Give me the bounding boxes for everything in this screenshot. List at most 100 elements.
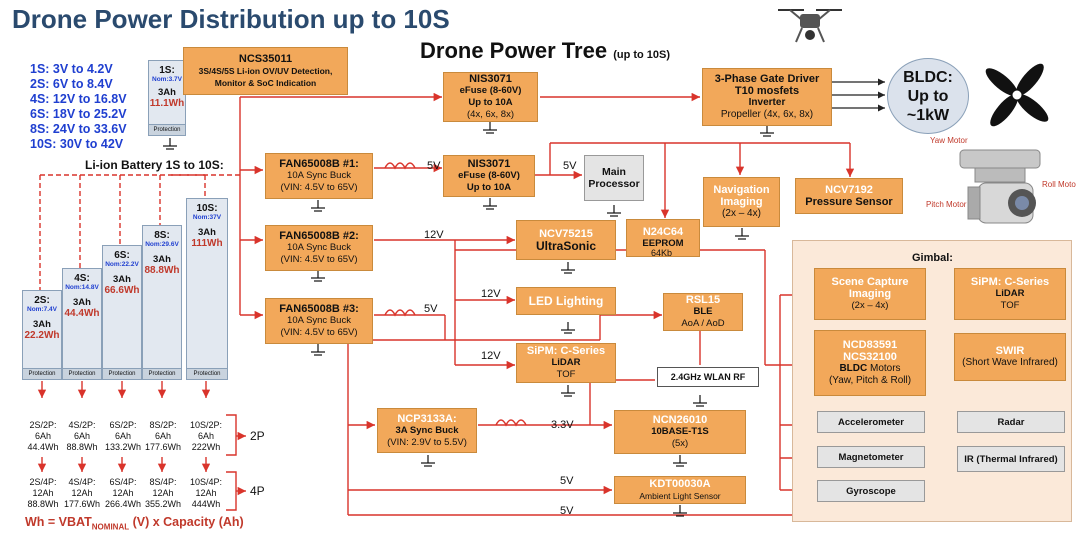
ground-icon <box>673 455 687 467</box>
ground-icon <box>311 270 325 282</box>
label-2p: 2P <box>250 429 265 443</box>
config-energy: 88.8Wh <box>66 442 98 452</box>
config-energy: 177.6Wh <box>63 499 101 509</box>
ground-icon <box>311 344 325 356</box>
battery-10s: 10S: Nom:37V 3Ah 111Wh Protection <box>186 198 228 380</box>
voltage-label: 5V <box>427 160 441 172</box>
led-lighting-box: LED Lighting <box>516 287 616 315</box>
voltage-label: 5V <box>560 475 574 487</box>
config-10s2p: 10S/2P: 6Ah 222Wh <box>184 420 228 453</box>
eeprom-size-label: 64Kb <box>651 248 673 258</box>
config-capacity: 12Ah <box>152 488 174 498</box>
config-8s2p: 8S/2P: 6Ah 177.6Wh <box>140 420 186 453</box>
ground-icon <box>421 455 435 467</box>
ground-icon <box>311 200 325 212</box>
navigation-imaging-box: Navigation Imaging (2x – 4x) <box>703 177 780 227</box>
swir-box: SWIR (Short Wave Infrared) <box>954 333 1066 381</box>
config-6s2p: 6S/2P: 6Ah 133.2Wh <box>100 420 146 453</box>
config-10s4p: 10S/4P: 12Ah 444Wh <box>184 477 228 510</box>
config-8s4p: 8S/4P: 12Ah 355.2Wh <box>140 477 186 510</box>
protection-label: Protection <box>143 368 181 379</box>
page-title: Drone Power Distribution up to 10S <box>12 4 450 34</box>
config-name: 2S/2P: <box>29 420 57 430</box>
config-energy: 222Wh <box>191 442 221 452</box>
protection-label: Protection <box>23 368 61 379</box>
battery-capacity: 3Ah <box>158 87 176 98</box>
config-capacity: 12Ah <box>71 488 93 498</box>
range-item: 2S: 6V to 8.4V <box>30 77 113 91</box>
config-name: 4S/4P: <box>68 477 96 487</box>
config-6s4p: 6S/4P: 12Ah 266.4Wh <box>100 477 146 510</box>
fan65008b-1-box: FAN65008B #1:10A Sync Buck(VIN: 4.5V to … <box>265 153 373 199</box>
battery-capacity: 3Ah <box>73 297 91 308</box>
ground-icon <box>163 138 177 150</box>
propeller-icon <box>985 63 1049 127</box>
sipm-lidar-gimbal-box: SiPM: C-Series LiDAR TOF <box>954 268 1066 320</box>
protection-label: Protection <box>63 368 101 379</box>
config-name: 2S/4P: <box>29 477 57 487</box>
config-4s2p: 4S/2P: 6Ah 88.8Wh <box>60 420 104 453</box>
pitch-motor-label: Pitch Motor <box>926 200 967 209</box>
voltage-label: 12V <box>481 350 501 362</box>
gimbal-title: Gimbal: <box>912 252 953 264</box>
config-name: 6S/4P: <box>109 477 137 487</box>
gate-driver-box: 3-Phase Gate Driver T10 mosfets Inverter… <box>702 68 832 126</box>
voltage-label: 3.3V <box>551 419 574 431</box>
config-energy: 355.2Wh <box>144 499 182 509</box>
config-name: 4S/2P: <box>68 420 96 430</box>
gyroscope-box: Gyroscope <box>817 480 925 502</box>
voltage-label: 5V <box>560 505 574 517</box>
ground-icon <box>561 385 575 397</box>
config-name: 10S/2P: <box>189 420 223 430</box>
yaw-motor-label: Yaw Motor <box>930 136 968 145</box>
kdt00030a-box: KDT00030A Ambient Light Sensor <box>614 476 746 504</box>
config-capacity: 6Ah <box>197 431 214 441</box>
ir-thermal-box: IR (Thermal Infrared) <box>957 446 1065 472</box>
battery-capacity: 3Ah <box>33 319 51 330</box>
gimbal-motor-driver-box: NCD83591 NCS32100 BLDC Motors (Yaw, Pitc… <box>814 330 926 396</box>
label-4p: 4P <box>250 484 265 498</box>
config-2s4p: 2S/4P: 12Ah 88.8Wh <box>22 477 64 510</box>
battery-caption: Li-ion Battery 1S to 10S: <box>85 158 224 172</box>
battery-name: 1S: <box>159 65 175 76</box>
battery-8s: 8S: Nom:29.6V 3Ah 88.8Wh Protection <box>142 225 182 380</box>
battery-nominal: Nom:7.4V <box>27 306 57 313</box>
drone-icon <box>778 9 842 43</box>
battery-name: 2S: <box>34 295 50 306</box>
voltage-label: 12V <box>424 229 444 241</box>
bldc-motor-node: BLDC: Up to ~1kW <box>887 58 969 134</box>
wlan-rf-box: 2.4GHz WLAN RF <box>657 367 759 387</box>
battery-4s: 4S: Nom:14.8V 3Ah 44.4Wh Protection <box>62 268 102 380</box>
ncv7192-box: NCV7192 Pressure Sensor <box>795 178 903 214</box>
voltage-label: 5V <box>563 160 577 172</box>
ncp3133a-box: NCP3133A: 3A Sync Buck (VIN: 2.9V to 5.5… <box>377 408 477 453</box>
battery-energy: 22.2Wh <box>24 330 60 341</box>
sipm-lidar-box: SiPM: C-Series LiDAR TOF <box>516 343 616 383</box>
radar-box: Radar <box>957 411 1065 433</box>
protection-label: Protection <box>149 124 185 135</box>
config-name: 8S/4P: <box>149 477 177 487</box>
ncs35011-box: NCS35011 3S/4S/5S Li-ion OV/UV Detection… <box>183 47 348 95</box>
voltage-label: 5V <box>424 303 438 315</box>
config-energy: 177.6Wh <box>144 442 182 452</box>
ground-icon <box>483 122 497 134</box>
battery-nominal: Nom:3.7V <box>152 76 182 83</box>
diagram-subtitle: Drone Power Tree (up to 10S) <box>420 38 670 64</box>
subtitle-main: Drone Power Tree <box>420 38 608 63</box>
nis3071-motor-box: NIS3071 eFuse (8-60V) Up to 10A (4x, 6x,… <box>443 72 538 122</box>
energy-formula: Wh = VBATNOMINAL (V) x Capacity (Ah) <box>25 515 244 532</box>
battery-1s: 1S: Nom:3.7V 3Ah 11.1Wh Protection <box>148 60 186 136</box>
ground-icon <box>561 262 575 274</box>
ncn26010-box: NCN26010 10BASE-T1S (5x) <box>614 410 746 454</box>
range-item: 8S: 24V to 33.6V <box>30 122 127 136</box>
ground-icon <box>760 125 774 137</box>
battery-capacity: 3Ah <box>153 254 171 265</box>
ground-icon <box>673 505 687 517</box>
config-name: 10S/4P: <box>189 477 223 487</box>
config-capacity: 12Ah <box>32 488 54 498</box>
battery-name: 4S: <box>74 273 90 284</box>
config-capacity: 6Ah <box>34 431 51 441</box>
ground-icon <box>561 322 575 334</box>
